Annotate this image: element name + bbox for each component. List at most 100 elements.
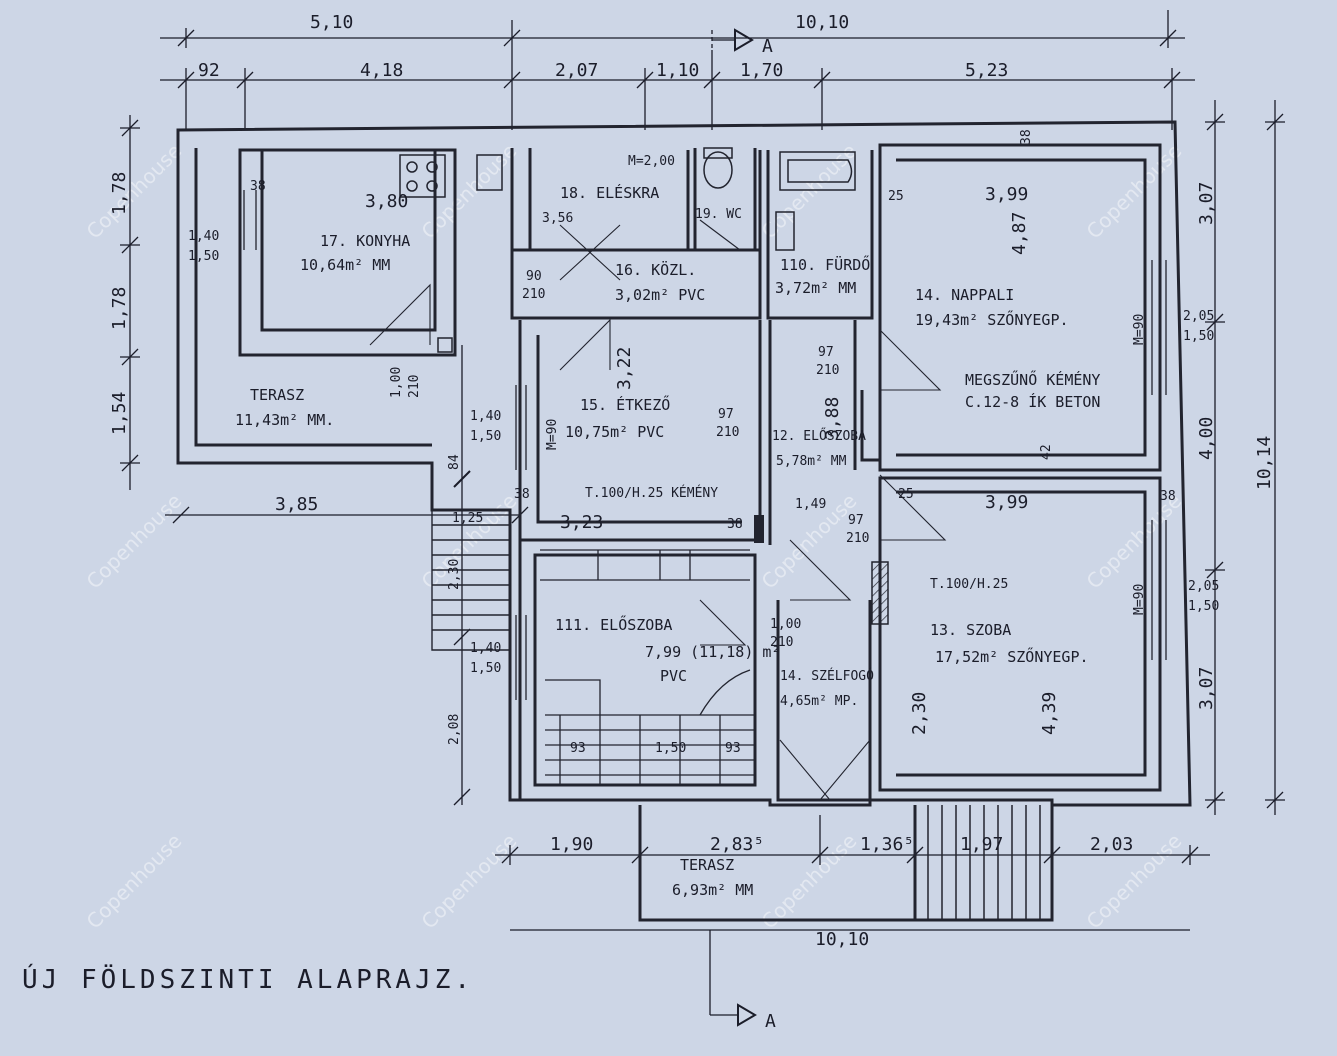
watermark: Copenhouse [82, 489, 187, 594]
room-eloszoba11-name: 111. ELŐSZOBA [555, 614, 672, 634]
room-eloszoba11-floor: PVC [660, 667, 687, 685]
room-szoba-name: 13. SZOBA [930, 621, 1011, 639]
dim-left: 1,78 [109, 287, 130, 330]
annot-stair: 93 [725, 741, 741, 756]
walls [176, 120, 1192, 922]
room-etkezo-name: 15. ÉTKEZŐ [580, 394, 670, 414]
room-szelfogo-area: 4,65m² MP. [780, 694, 858, 709]
annot-wall: 42 [1039, 444, 1054, 460]
annot-door: 97 [848, 513, 864, 528]
room-furdo-name: 110. FÜRDŐ [780, 254, 870, 274]
kemeny-note-2: C.12-8 ÍK BETON [965, 392, 1100, 411]
section-arrow-icon [737, 1003, 757, 1027]
annot-door: 97 [818, 345, 834, 360]
washbasin-icon [775, 211, 795, 251]
dim-bottom: 1,97 [960, 834, 1003, 855]
annot-window: 1,50 [1188, 599, 1219, 614]
annot-wall: 38 [514, 487, 530, 502]
room-wc-name: 19. WC [695, 207, 742, 222]
dim-seg: 92 [198, 60, 220, 81]
annot-window: 1,50 [1183, 329, 1214, 344]
watermark: Copenhouse [417, 829, 522, 934]
annot-h: 2,08 [447, 714, 462, 745]
room-eloszoba11-area: 7,99 (11,18) m² [645, 643, 780, 661]
watermarks: Copenhouse Copenhouse Copenhouse Copenho… [82, 139, 1187, 934]
dim-seg: 1,10 [656, 60, 699, 81]
annot-h: 84 [447, 454, 462, 470]
drawing-title: ÚJ FÖLDSZINTI ALAPRAJZ. [22, 963, 474, 995]
room-terasz-name: TERASZ [250, 386, 304, 404]
room-konyha-name: 17. KONYHA [320, 232, 410, 250]
annot-window: 2,05 [1188, 579, 1219, 594]
watermark: Copenhouse [82, 829, 187, 934]
annot-door: 90 [526, 269, 542, 284]
annot-wall: 25 [888, 189, 904, 204]
annot-door: 210 [716, 425, 739, 440]
room-kozl-area: 3,02m² PVC [615, 286, 705, 304]
annotations: T.100/H.25 KÉMÉNY T.100/H.25 M=2,00 3,80… [188, 129, 1219, 756]
annot-h: 1,25 [452, 511, 483, 526]
dim-left: 1,78 [109, 172, 130, 215]
kemeny-etkezo: T.100/H.25 KÉMÉNY [585, 485, 718, 501]
annot-dim: 4,87 [1009, 212, 1030, 255]
room-terasz2-area: 6,93m² MM [672, 881, 753, 899]
annot-dim: 3,80 [365, 191, 408, 212]
terrace-steps [927, 805, 1041, 920]
burner-icon [406, 161, 418, 173]
annot-m2: M=2,00 [628, 154, 675, 169]
annot-dim: 3,56 [542, 211, 573, 226]
annot-dim: 3,88 [822, 397, 843, 440]
section-letter: A [765, 1011, 776, 1032]
annot-door: 210 [846, 531, 869, 546]
annot-window: 1,50 [470, 661, 501, 676]
chimney-hatch [871, 561, 889, 625]
annot-window: 1,40 [188, 229, 219, 244]
annot-dim: 3,99 [985, 184, 1028, 205]
annot-window: 1,50 [188, 249, 219, 264]
room-eleskra-name: 18. ELÉSKRA [560, 183, 659, 202]
dim-left: 1,54 [109, 392, 130, 435]
room-terasz2-name: TERASZ [680, 856, 734, 874]
annot-window: 2,05 [1183, 309, 1214, 324]
annot-stair: 1,50 [655, 741, 686, 756]
dim-terrace: 3,85 [275, 494, 318, 515]
door-swings [369, 219, 947, 801]
annot-door: 1,00 [770, 617, 801, 632]
annot-door: 97 [718, 407, 734, 422]
room-labels: 17. KONYHA 10,64m² MM 18. ELÉSKRA 19. WC… [235, 183, 1100, 899]
annot-stair: 93 [570, 741, 586, 756]
room-szelfogo-name: 14. SZÉLFOGÓ [780, 668, 874, 684]
room-nappali-area: 19,43m² SZŐNYEGP. [915, 309, 1069, 329]
exterior-stair [431, 510, 510, 651]
toilet-icon [703, 151, 733, 189]
dim-top-1: 5,10 [310, 12, 353, 33]
dim-bottom: 2,03 [1090, 834, 1133, 855]
annot-wall: 38 [1019, 129, 1034, 145]
dim-seg: 2,07 [555, 60, 598, 81]
section-letter: A [762, 36, 773, 57]
annot-door: 210 [816, 363, 839, 378]
dim-right: 3,07 [1196, 667, 1217, 710]
dim-bottom: 2,83⁵ [710, 834, 764, 855]
watermark: Copenhouse [757, 139, 862, 244]
windows [243, 190, 1167, 700]
annot-m90: M=90 [545, 419, 560, 450]
burner-icon [426, 161, 438, 173]
watermark: Copenhouse [82, 139, 187, 244]
annot-dim: 3,23 [560, 512, 603, 533]
annot-door: 210 [770, 635, 793, 650]
dim-seg: 5,23 [965, 60, 1008, 81]
annot-window: 1,40 [470, 409, 501, 424]
chimney-block [754, 515, 764, 543]
room-etkezo-area: 10,75m² PVC [565, 423, 664, 441]
dim-bottom: 1,90 [550, 834, 593, 855]
room-nappali-name: 14. NAPPALI [915, 286, 1014, 304]
watermark: Copenhouse [1082, 489, 1187, 594]
section-arrows [734, 28, 757, 1027]
dim-right: 3,07 [1196, 182, 1217, 225]
room-konyha-area: 10,64m² MM [300, 256, 390, 274]
dimension-labels: 5,10 10,10 92 4,18 2,07 1,10 1,70 5,23 1… [109, 12, 1275, 1032]
interior-stair [545, 669, 755, 785]
room-eloszoba12-name: 12. ELŐSZOBA [772, 428, 866, 444]
